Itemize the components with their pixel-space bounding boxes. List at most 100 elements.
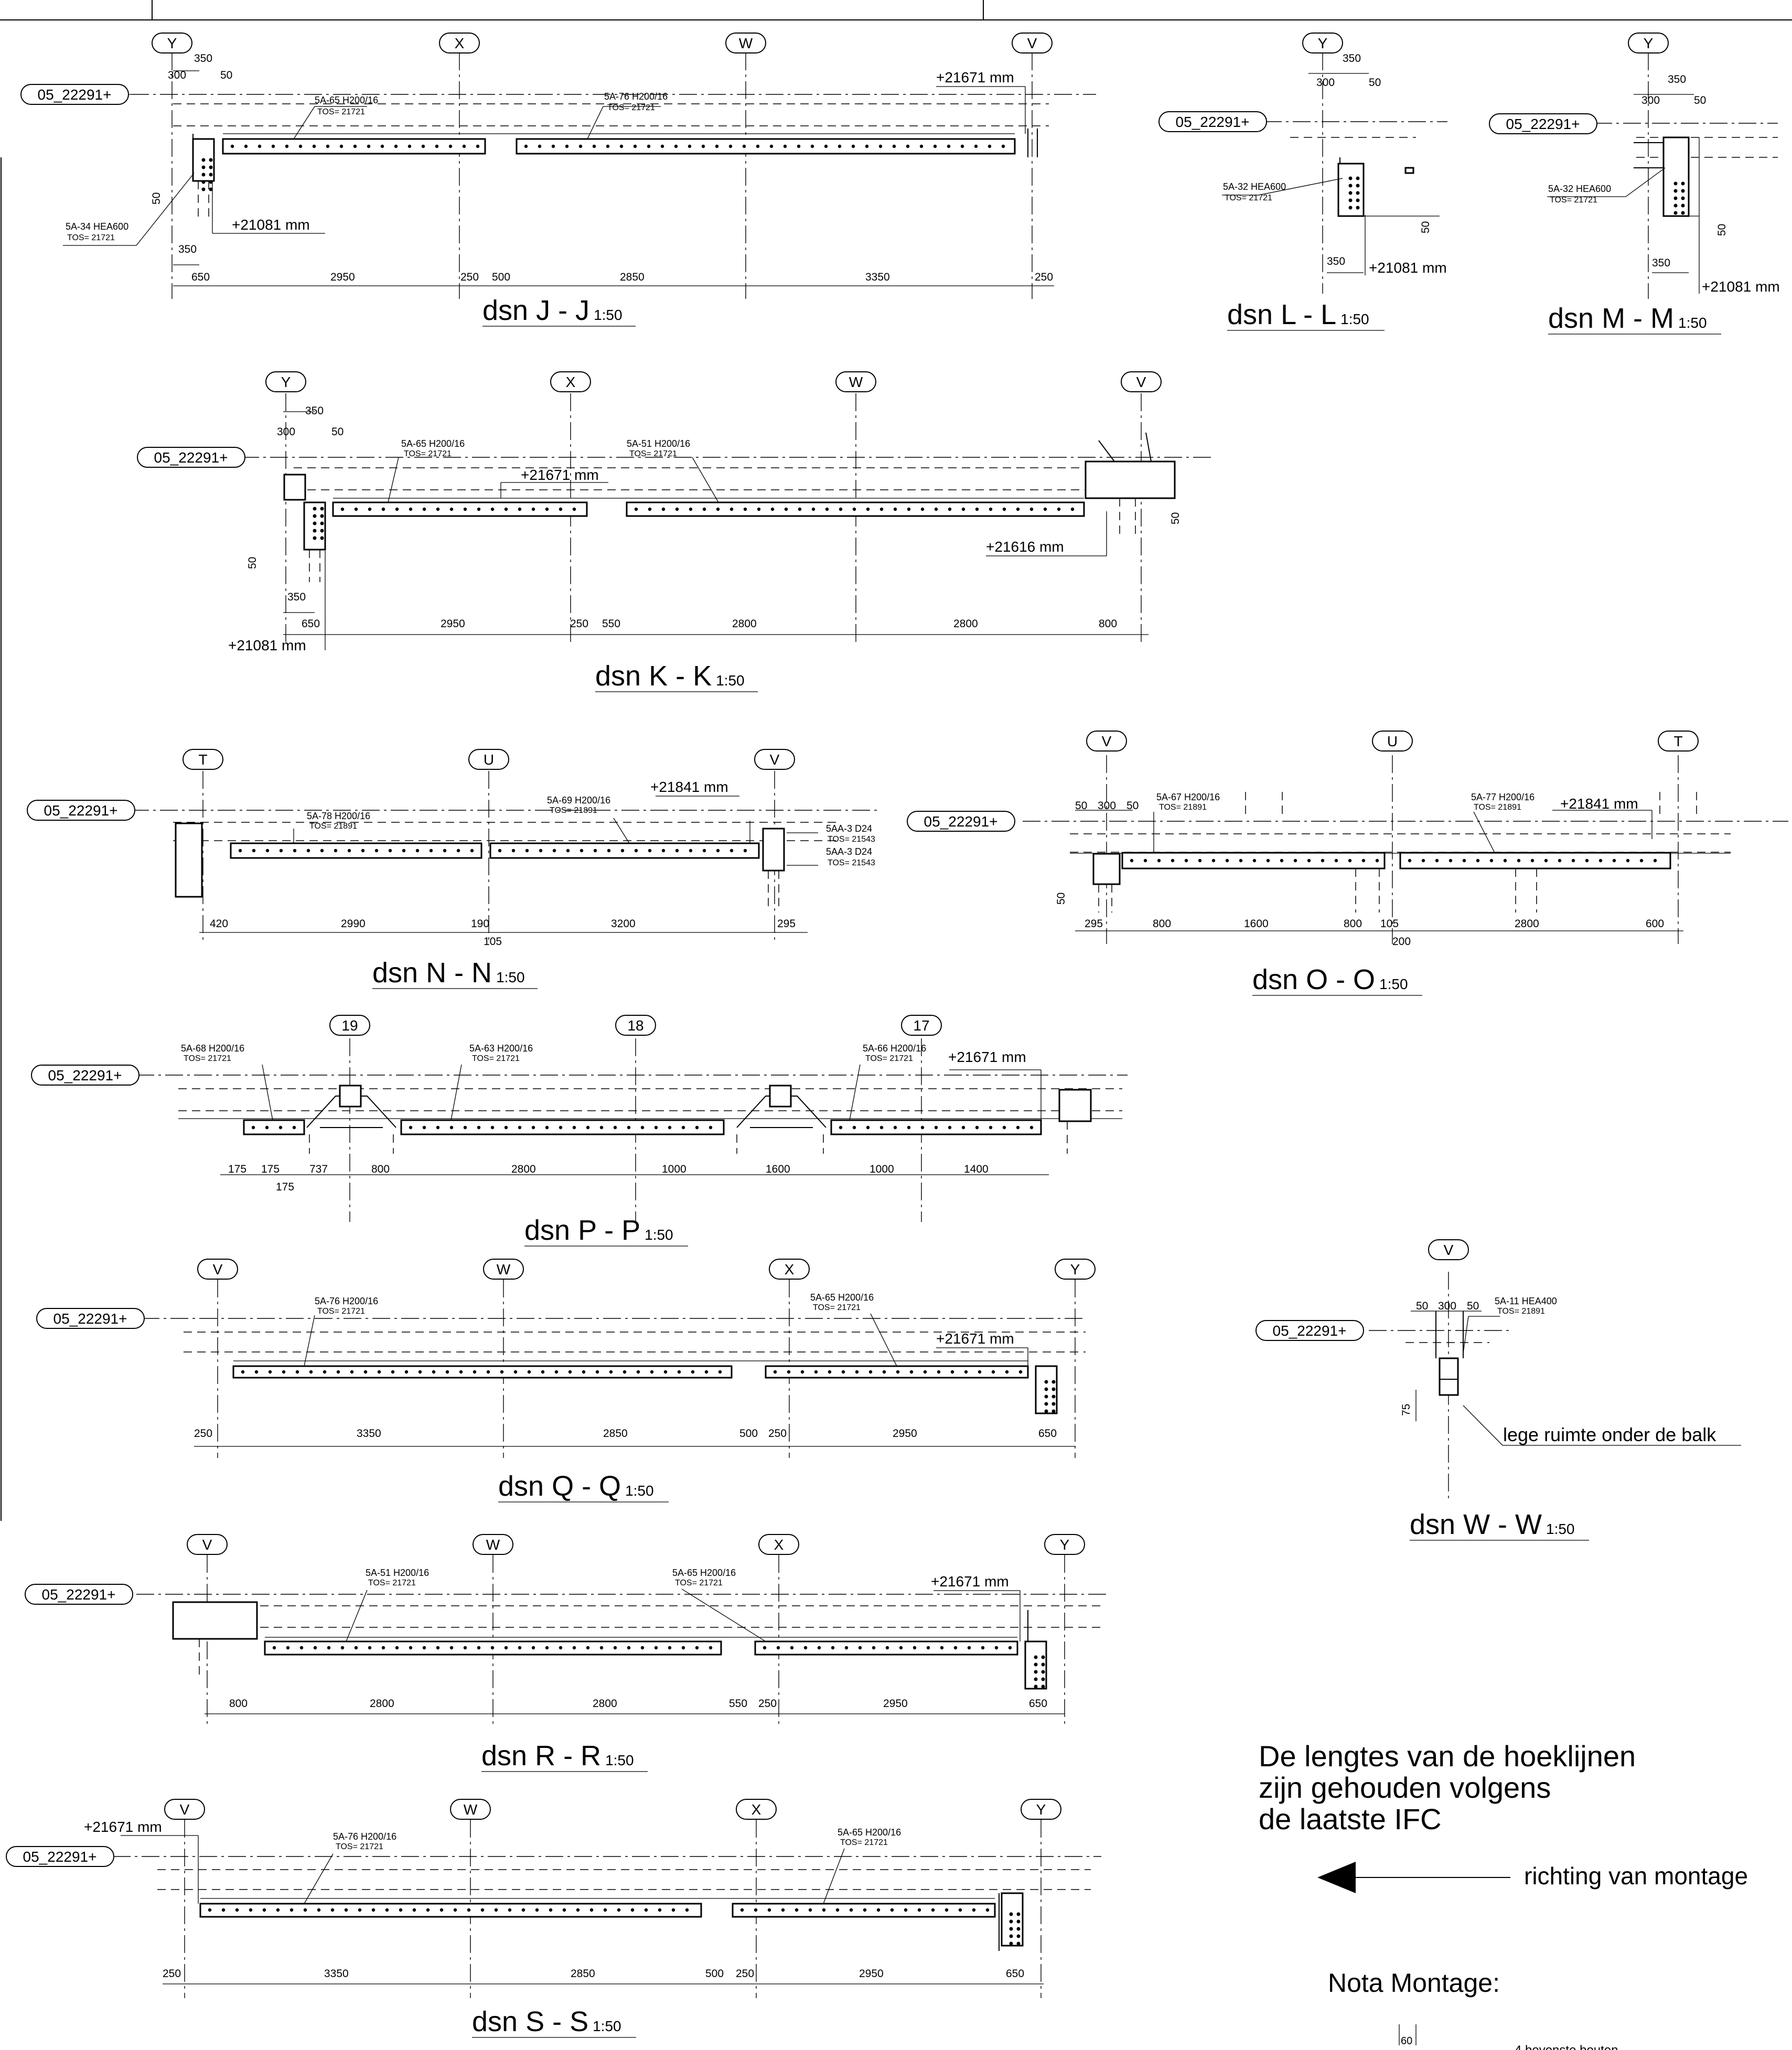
bolt <box>340 1646 345 1650</box>
bolt <box>354 507 358 511</box>
bolt <box>545 1646 549 1650</box>
bolt <box>313 536 317 540</box>
bolt <box>402 849 406 853</box>
bolt <box>757 507 761 511</box>
bolt <box>947 144 951 148</box>
bolt <box>844 1646 849 1650</box>
dim: 2800 <box>953 618 978 630</box>
bolt <box>1009 1927 1013 1931</box>
axis-label: Y <box>167 35 177 51</box>
bolt <box>882 1370 886 1374</box>
bolt <box>1280 858 1284 863</box>
bolt <box>535 1908 539 1912</box>
axis-bubble: T <box>1658 731 1699 752</box>
bolt <box>323 1370 327 1374</box>
bolt <box>868 1370 873 1374</box>
bolt <box>565 144 569 148</box>
bolt <box>961 1125 965 1130</box>
oo-labels: 50 300 50 5A-67 H200/16 TOS= 21891 5A-77… <box>1055 792 1664 996</box>
bolt <box>630 1908 635 1912</box>
beam-tos: TOS= 21721 <box>472 1054 520 1063</box>
detail-text: 4 bovenste bouten <box>1515 2043 1618 2050</box>
dim: 3350 <box>357 1428 381 1440</box>
axis-bubble: X <box>769 1259 810 1280</box>
bolt <box>209 187 213 191</box>
bolt <box>948 1125 952 1130</box>
bolt <box>1034 1655 1038 1659</box>
bolt <box>663 1370 668 1374</box>
bolt <box>448 144 453 148</box>
bolt <box>797 144 801 148</box>
dim: 1000 <box>662 1163 686 1175</box>
top-dim: 50 <box>1694 94 1706 106</box>
bolt <box>276 1908 280 1912</box>
bolt <box>1681 203 1685 208</box>
bolt <box>566 849 570 853</box>
diagonal-mark: 5AA-3 D24 <box>826 846 872 857</box>
bolt <box>467 1908 471 1912</box>
axis-label: W <box>739 35 753 51</box>
bolt <box>1008 1646 1012 1650</box>
bolt <box>320 849 324 853</box>
bolt <box>623 1370 627 1374</box>
beam-mark: 5A-76 H200/16 <box>333 1831 396 1842</box>
bolt <box>1598 858 1603 863</box>
elevation: +21081 mm <box>1702 278 1780 295</box>
bolt <box>1009 1912 1013 1916</box>
bolt <box>1612 858 1616 863</box>
dim: 2950 <box>883 1698 908 1710</box>
bolt <box>648 849 652 853</box>
bolt <box>989 1125 993 1130</box>
bolt <box>299 1646 304 1650</box>
bolt <box>817 1646 821 1650</box>
bolt <box>948 507 952 511</box>
bolt <box>559 507 563 511</box>
bolt <box>541 1370 545 1374</box>
bolt <box>674 144 678 148</box>
bolt <box>1044 1402 1048 1406</box>
bolt <box>1029 1125 1034 1130</box>
axis-label: U <box>484 752 494 768</box>
bolt <box>518 1646 522 1650</box>
bolt <box>527 1370 531 1374</box>
bolt <box>439 1908 444 1912</box>
column-tos: TOS= 21721 <box>1225 194 1272 202</box>
bolt <box>592 144 596 148</box>
dim: 105 <box>1380 918 1399 930</box>
bolt <box>418 1370 422 1374</box>
bolt <box>521 1908 525 1912</box>
top-dim: 50 <box>331 426 344 438</box>
bolt <box>742 144 746 148</box>
bolt <box>1002 1125 1006 1130</box>
bolt <box>865 144 869 148</box>
level-marker: 05_22291+ <box>1256 1320 1364 1341</box>
dim: 500 <box>739 1428 758 1440</box>
bolt <box>808 1908 812 1912</box>
beam-tos: TOS= 21721 <box>368 1579 416 1587</box>
bolt <box>572 507 576 511</box>
bolt <box>917 1908 921 1912</box>
level-markers: 05_22291+05_22291+05_22291+05_22291+05_2… <box>6 84 1597 1867</box>
bolt <box>445 1370 449 1374</box>
bolt <box>235 1908 239 1912</box>
bolt <box>1016 1919 1021 1924</box>
bolt <box>436 507 440 511</box>
bolt <box>361 849 365 853</box>
section-nn <box>131 771 881 944</box>
bolt <box>661 507 666 511</box>
bolt <box>480 1908 485 1912</box>
bolt <box>490 507 495 511</box>
top-dim: 350 <box>194 52 212 65</box>
bolt <box>1681 181 1685 186</box>
bolt <box>1681 189 1685 193</box>
dim: 500 <box>705 1968 724 1980</box>
bolt <box>754 1908 758 1912</box>
bolt <box>866 1125 870 1130</box>
bolt <box>511 849 516 853</box>
section-mm <box>1547 52 1778 299</box>
bolt <box>937 1370 941 1374</box>
bolt <box>661 849 666 853</box>
bolt <box>562 1908 566 1912</box>
bolt <box>344 1908 348 1912</box>
